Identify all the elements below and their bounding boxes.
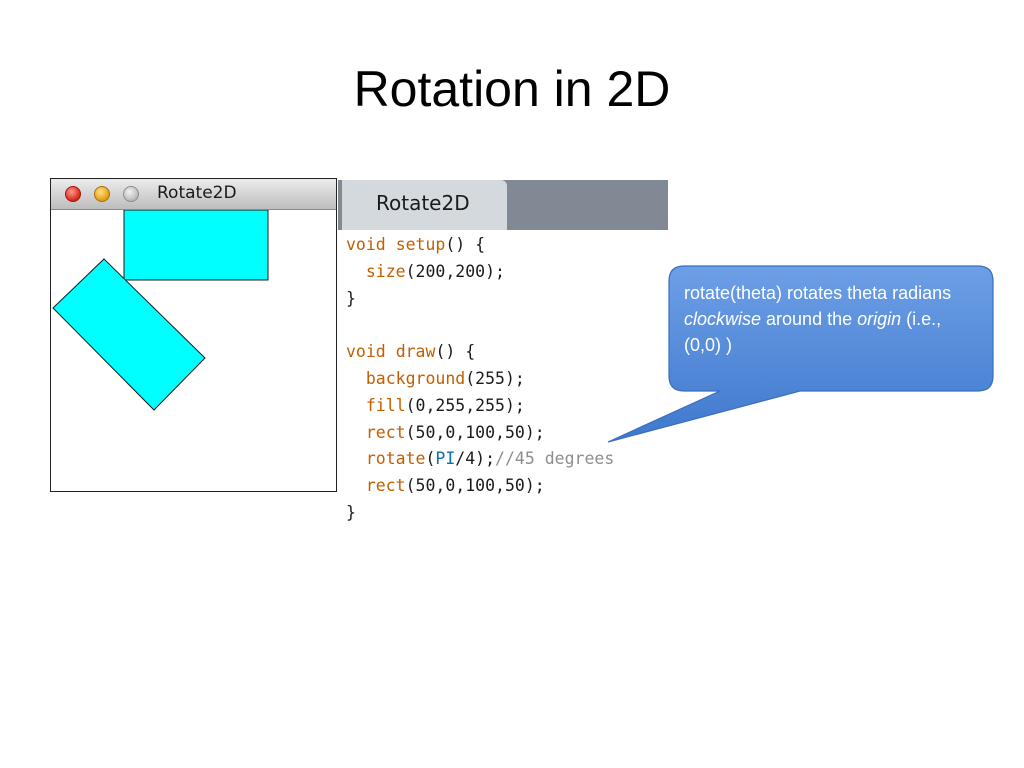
code-token: (0,255,255); xyxy=(405,395,525,415)
tab-label: Rotate2D xyxy=(376,191,470,215)
sketch-window-title: Rotate2D xyxy=(157,183,237,203)
code-token: rect xyxy=(365,476,406,496)
zoom-button[interactable] xyxy=(123,186,139,202)
code-token: (50,0,100,50); xyxy=(405,476,545,496)
code-token: size xyxy=(365,261,406,281)
code-token: (200,200); xyxy=(405,261,505,281)
callout-text: rotate(theta) rotates theta radians cloc… xyxy=(684,280,974,358)
code-token: PI xyxy=(435,449,456,469)
code-token: () { xyxy=(435,342,476,362)
code-token: (50,0,100,50); xyxy=(405,422,545,442)
code-token: void xyxy=(346,235,386,254)
code-editor: Rotate2D void setup() { size(200,200); }… xyxy=(338,180,668,534)
code-token: rotate xyxy=(365,449,426,469)
rotated-rectangle xyxy=(52,258,206,411)
code-token: () { xyxy=(445,235,486,254)
code-token: } xyxy=(346,288,356,308)
code-token: draw xyxy=(395,342,436,362)
close-button[interactable] xyxy=(65,186,81,202)
sketch-titlebar[interactable]: Rotate2D xyxy=(51,179,336,210)
callout-text-part: rotate(theta) rotates theta radians xyxy=(684,283,952,303)
code-token: /4); xyxy=(455,449,496,469)
tab-rotate2d[interactable]: Rotate2D xyxy=(342,180,507,230)
code-token: (255); xyxy=(465,368,525,388)
code-token: void xyxy=(346,342,386,362)
code-token: background xyxy=(365,368,466,388)
callout-bubble xyxy=(607,265,994,443)
unrotated-rectangle xyxy=(123,210,269,281)
minimize-button[interactable] xyxy=(94,186,110,202)
slide-title: Rotation in 2D xyxy=(353,61,671,117)
code-token: rect xyxy=(365,422,406,442)
callout-emphasis: clockwise xyxy=(684,309,762,329)
code-token: } xyxy=(346,502,356,522)
code-token: ( xyxy=(425,449,436,469)
callout-text-part: around the xyxy=(761,309,858,329)
sketch-window: Rotate2D xyxy=(50,178,337,492)
code-comment: //45 degrees xyxy=(495,449,615,469)
code-text-area[interactable]: void setup() { size(200,200); } void dra… xyxy=(346,232,614,527)
callout-text-part: (i.e., (0,0) ) xyxy=(684,309,942,355)
callout-emphasis: origin xyxy=(857,309,902,329)
editor-tab-bar: Rotate2D xyxy=(338,180,668,230)
code-token: setup xyxy=(395,235,446,254)
code-token: fill xyxy=(365,395,406,415)
sketch-canvas xyxy=(52,210,269,411)
